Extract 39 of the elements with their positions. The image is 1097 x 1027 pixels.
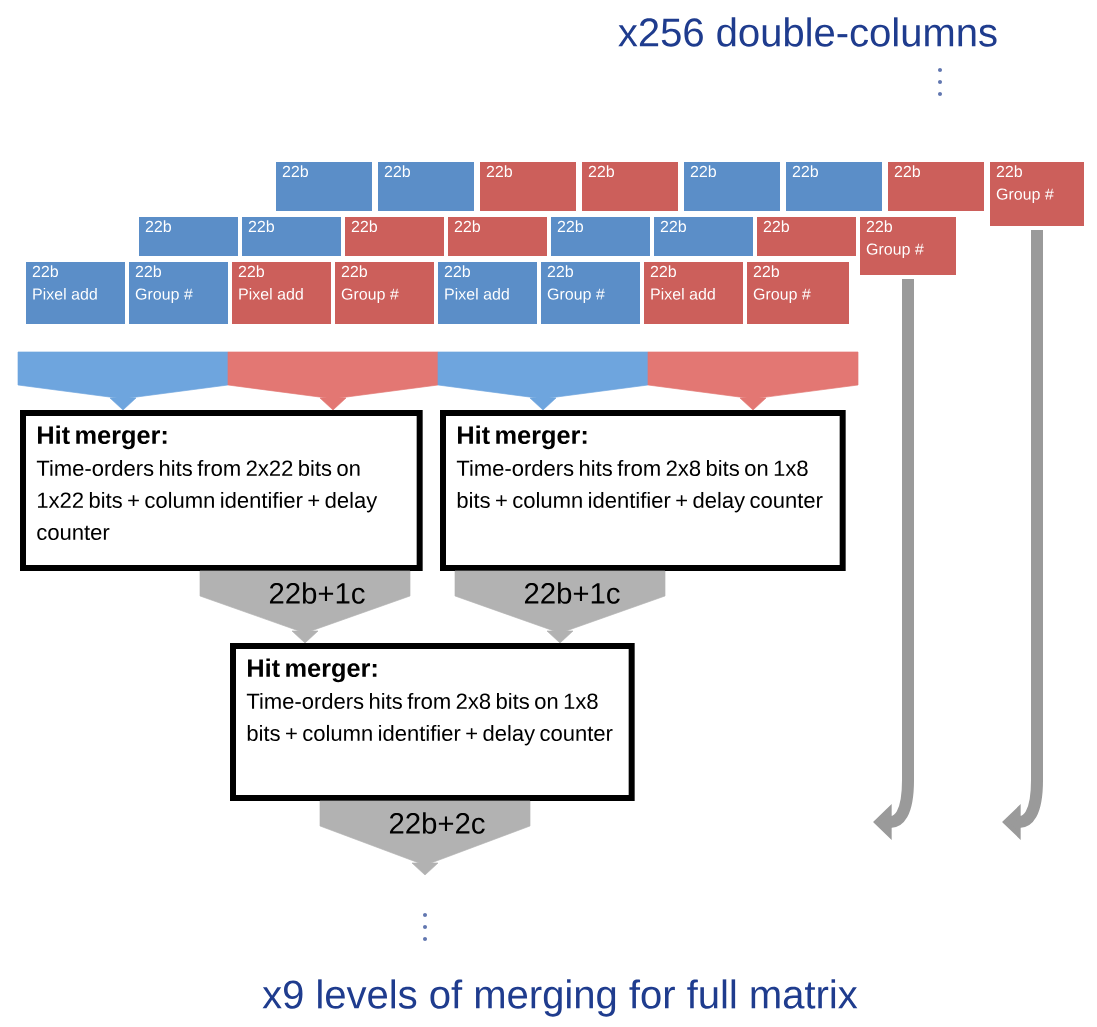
- data-tile: 22b: [578, 158, 682, 215]
- data-tile: 22b: [650, 213, 758, 260]
- data-tile: 22b: [547, 213, 655, 260]
- chevron-arrow: [17, 351, 229, 411]
- data-tile: 22b Group #: [125, 258, 235, 328]
- chevron-arrow: [647, 351, 859, 411]
- data-tile: 22b: [238, 213, 346, 260]
- data-tile: 22b Pixel add: [640, 258, 750, 328]
- chevron-arrow: [199, 570, 411, 644]
- caption-text: x256 double-columns: [618, 17, 997, 47]
- edge-label: 22b+1c: [524, 582, 620, 604]
- merger-box: Hit merger: Time-orders hits from 2x8 bits on 1x8 bits + column identifier + delay counter: [440, 410, 846, 571]
- chevron-arrow: [319, 800, 531, 876]
- data-tile: 22b: [272, 158, 376, 215]
- data-tile: 22b: [444, 213, 552, 260]
- data-tile: 22b: [680, 158, 784, 215]
- data-tile: 22b: [753, 213, 861, 260]
- chevron-arrow: [454, 570, 666, 644]
- data-tile: 22b Group #: [331, 258, 441, 328]
- data-tile: 22b: [135, 213, 243, 260]
- edge-label: 22b+1c: [269, 582, 365, 604]
- data-tile: 22b Pixel add: [228, 258, 338, 328]
- merger-box: Hit merger: Time-orders hits from 2x8 bits on 1x8 bits + column identifier + delay counter: [230, 643, 635, 801]
- data-tile: 22b: [782, 158, 886, 215]
- caption-text: x9 levels of merging for full matrix: [262, 979, 858, 1017]
- edge-label: 22b+2c: [389, 812, 485, 834]
- data-tile: 22b: [374, 158, 478, 215]
- data-tile: 22b: [476, 158, 580, 215]
- data-tile: 22b Group #: [537, 258, 647, 328]
- chevron-arrow: [227, 351, 439, 411]
- merger-box: Hit merger: Time-orders hits from 2x22 bits on 1x22 bits + column identifier + delay counter: [20, 410, 423, 571]
- data-tile: 22b Group #: [986, 158, 1088, 230]
- data-tile: 22b Group #: [743, 258, 853, 328]
- data-tile: 22b Pixel add: [22, 258, 132, 328]
- data-tile: 22b Pixel add: [434, 258, 544, 328]
- data-tile: 22b: [884, 158, 988, 215]
- data-tile: 22b Group #: [856, 213, 960, 279]
- chevron-arrow: [437, 351, 649, 411]
- data-tile: 22b: [341, 213, 449, 260]
